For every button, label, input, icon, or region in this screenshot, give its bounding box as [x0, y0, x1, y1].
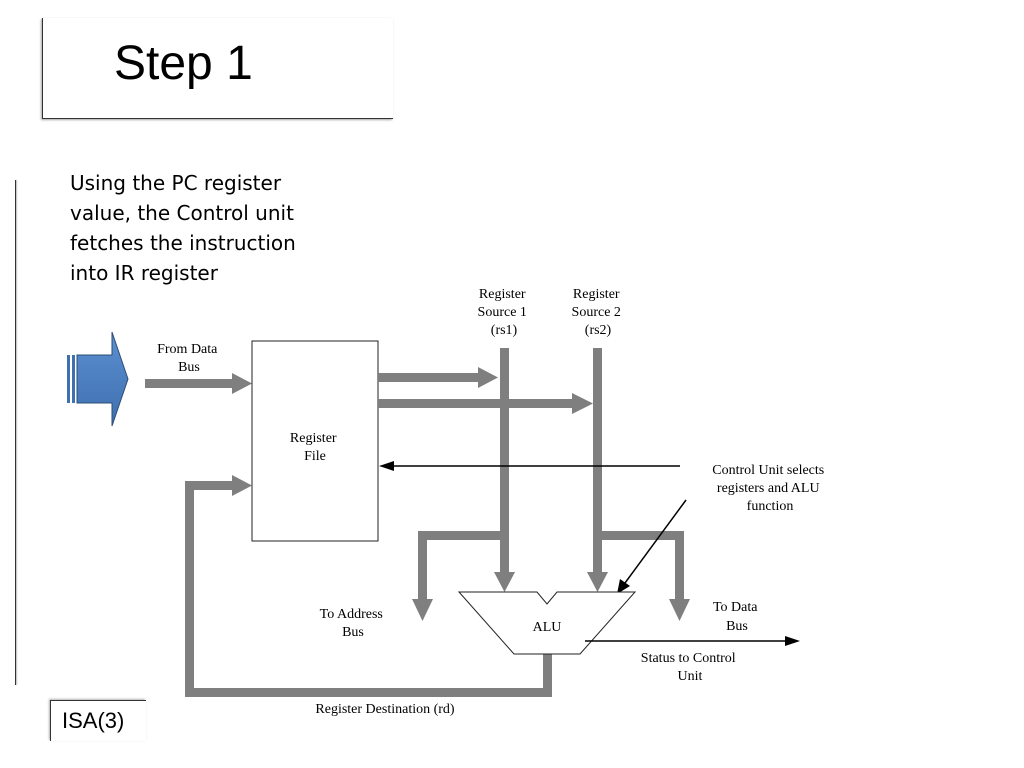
- control-unit-label: Control Unit selects registers and ALU f…: [712, 463, 828, 514]
- register-destination-label: Register Destination (rd): [315, 702, 455, 717]
- rs1-bus: [500, 348, 509, 574]
- slide-footer: ISA(3): [62, 708, 125, 733]
- regfile-out-1: [378, 373, 480, 382]
- body-line: Using the PC register: [70, 171, 282, 195]
- to-address-bus-label: To Address Bus: [320, 607, 387, 640]
- from-data-bus-arrow: [145, 373, 252, 394]
- rs2-bus: [593, 348, 602, 574]
- register-file-box: [251, 340, 379, 542]
- register-destination-bus: [543, 654, 552, 697]
- register-file-label: Register File: [290, 431, 340, 464]
- body-line: value, the Control unit: [70, 201, 294, 225]
- footer-frame: [50, 700, 146, 741]
- status-arrow: [585, 636, 800, 646]
- content-divider: [15, 180, 16, 685]
- control-unit-select-arrow: [379, 461, 680, 471]
- regfile-out-2: [378, 399, 574, 408]
- to-data-bus-branch: [593, 531, 684, 540]
- register-source-2-label: Register Source 2 (rs2): [572, 287, 625, 338]
- to-address-bus-branch: [418, 531, 509, 540]
- slide-title: Step 1: [114, 37, 253, 90]
- body-line: fetches the instruction: [70, 231, 296, 255]
- slide-body-text: Using the PC register value, the Control…: [70, 168, 330, 288]
- alu-label: ALU: [533, 620, 562, 635]
- from-data-bus-label: From Data Bus: [157, 342, 221, 375]
- alu-shape: [457, 591, 637, 655]
- bus-paths: [185, 348, 690, 697]
- control-unit-alu-arrow: [617, 499, 687, 594]
- register-source-1-label: Register Source 1 (rs1): [478, 287, 531, 338]
- body-line: into IR register: [70, 261, 218, 285]
- title-frame: [42, 18, 393, 119]
- to-data-bus-label: To Data Bus: [713, 600, 761, 634]
- status-to-control-label: Status to Control Unit: [641, 651, 739, 684]
- blue-arrow-icon: [67, 331, 129, 427]
